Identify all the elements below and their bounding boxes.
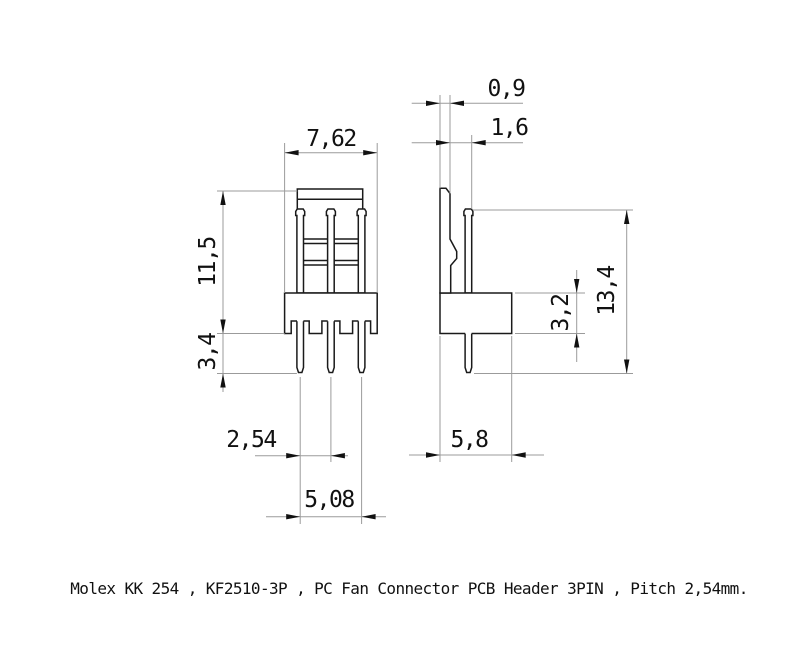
side-base: [439, 292, 513, 335]
side-base-height-label: 3,2: [548, 294, 574, 331]
front-width-label: 7,62: [306, 126, 355, 152]
front-span-label: 5,08: [304, 487, 354, 513]
front-pin-1-upper: [294, 208, 306, 294]
dimension-side-tab-thickness: 0,9: [411, 76, 527, 194]
dimension-side-depth: 5,8: [409, 336, 544, 462]
dimension-front-span: 5,08: [266, 487, 386, 520]
dimension-side-base-height: 3,2: [515, 270, 585, 362]
side-tab-thickness-label: 0,9: [487, 76, 525, 102]
dimension-front-pin-length: 3,4: [195, 333, 297, 392]
front-pin-3-upper: [356, 208, 367, 294]
front-height-label: 11,5: [195, 237, 221, 286]
dimension-front-width: 7,62: [284, 126, 378, 293]
side-depth-label: 5,8: [450, 427, 488, 453]
front-pin-1-lower: [296, 321, 305, 374]
side-overall-height-label: 13,4: [594, 266, 620, 316]
side-pin-lower: [464, 333, 473, 374]
front-pin-3-lower: [357, 321, 366, 374]
dimension-side-overall-height: 13,4: [472, 209, 633, 374]
dimension-front-pitch: 2,54: [226, 377, 363, 524]
front-pitch-label: 2,54: [226, 427, 276, 453]
side-view: [439, 187, 513, 374]
side-tab-offset-label: 1,6: [490, 115, 528, 141]
dimension-side-tab-offset: 1,6: [411, 115, 530, 209]
front-pin-2-lower: [326, 321, 335, 374]
dimension-front-height: 11,5: [195, 190, 298, 334]
front-base: [283, 292, 378, 335]
front-pin-length-label: 3,4: [195, 333, 221, 371]
side-latch-wall: [439, 187, 458, 294]
front-view: [283, 188, 378, 374]
front-pin-2-upper: [325, 208, 337, 294]
side-pin-upper: [463, 208, 474, 294]
caption: Molex KK 254 , KF2510-3P , PC Fan Connec…: [70, 579, 747, 598]
